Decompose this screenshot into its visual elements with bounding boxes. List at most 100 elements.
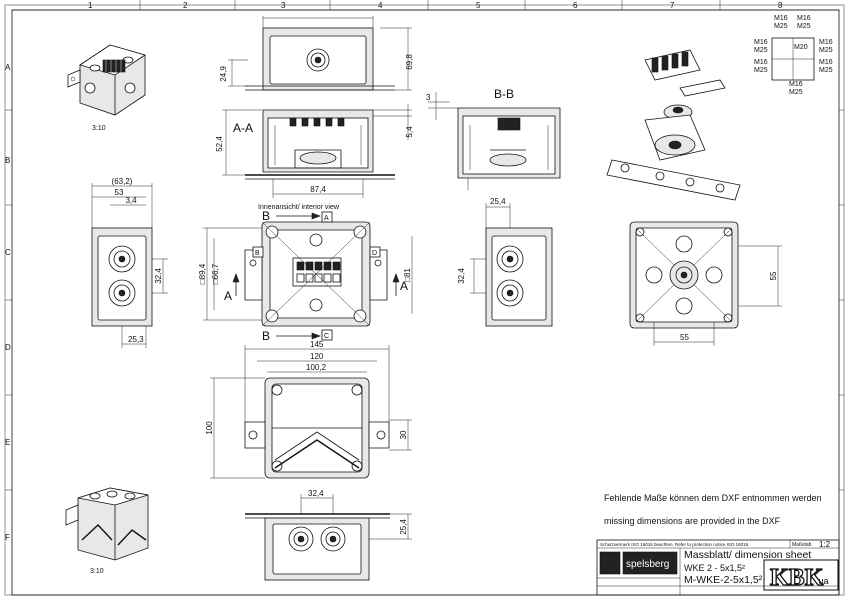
row-label-e: E <box>5 438 10 447</box>
dim-81: □81 <box>403 268 412 282</box>
cut-label-b-box: B <box>255 250 260 257</box>
dim-69-8: 69,8 <box>405 54 414 70</box>
front-view-top: 69,8 24,9 <box>219 16 414 91</box>
scale-label: Maßstab <box>792 542 812 548</box>
cable-entry-diagram: M16 M25 M16 M25 M16 M25 M20 M16 M25 M16 … <box>754 15 833 96</box>
interior-view: Innenansicht/ interior view B D A C <box>198 204 413 343</box>
row-label-b: B <box>5 156 10 165</box>
bottom-view: 55 55 <box>629 221 782 346</box>
row-label-a: A <box>5 63 11 72</box>
entry-top-m16: M16 <box>774 15 788 22</box>
notes: Fehlende Maße können dem DXF entnommen w… <box>604 493 822 526</box>
column-label-3: 3 <box>281 1 286 10</box>
column-label-1: 1 <box>88 1 93 10</box>
scale-value: 1:2 <box>819 540 831 549</box>
dim-5-4: 5,4 <box>405 126 414 138</box>
brand-logo-box-2 <box>622 551 678 575</box>
section-a-a-label: A-A <box>233 121 253 135</box>
cut-b-bottom: B <box>262 329 270 343</box>
iso-view-bottom: 3:10 <box>65 487 149 575</box>
protection-notice: Schutzvermerk ISO 16016 beachten. Refer … <box>600 542 749 547</box>
entry-bottom-m25: M25 <box>789 89 803 96</box>
entry-bottom-m16: M16 <box>789 81 803 88</box>
dim-100: 100 <box>205 421 214 435</box>
title-block: Schutzvermerk ISO 16016 beachten. Refer … <box>596 539 840 596</box>
note-german: Fehlende Maße können dem DXF entnommen w… <box>604 493 822 503</box>
row-label-f: F <box>5 533 10 542</box>
section-b-b: B-B 3 <box>426 87 561 190</box>
entry-right-m16: M16 <box>819 39 833 46</box>
exploded-view <box>606 49 741 201</box>
entry-right2-m25: M25 <box>819 67 833 74</box>
entry-left2-m16: M16 <box>754 59 768 66</box>
column-label-7: 7 <box>670 1 675 10</box>
note-english: missing dimensions are provided in the D… <box>604 516 781 526</box>
kbk-logo: KBK <box>770 565 824 591</box>
entry-top2-m25: M25 <box>797 23 811 30</box>
dim-55-vertical: 55 <box>769 271 778 280</box>
product-name-2: M-WKE-2-5x1,5² <box>684 574 763 586</box>
dim-87-4: 87,4 <box>310 185 326 194</box>
entry-left-m16: M16 <box>754 39 768 46</box>
entry-right-m25: M25 <box>819 47 833 54</box>
dim-25-4-right: 25,4 <box>490 197 506 206</box>
iso-top-scale: 3:10 <box>92 125 106 132</box>
column-label-8: 8 <box>778 1 783 10</box>
row-label-c: C <box>5 248 11 257</box>
dim-66-7: □66,7 <box>211 263 220 284</box>
dim-32-4-right: 32,4 <box>457 268 466 284</box>
dim-63-2: (63,2) <box>112 177 133 186</box>
dim-52-4: 52,4 <box>215 136 224 152</box>
kbk-logo-suffix: .ua <box>816 576 829 586</box>
row-label-d: D <box>5 343 11 352</box>
brand-name: spelsberg <box>626 559 669 570</box>
dim-89-4: □89,4 <box>198 263 207 284</box>
sheet-title: Massblatt/ dimension sheet <box>684 549 811 561</box>
column-label-6: 6 <box>573 1 578 10</box>
dim-25-3: 25,3 <box>128 335 144 344</box>
entry-right2-m16: M16 <box>819 59 833 66</box>
section-a-a: A-A 52,4 5,4 87,4 <box>215 104 414 198</box>
column-label-4: 4 <box>378 1 383 10</box>
dim-32-4-bottom: 32,4 <box>308 489 324 498</box>
dim-53: 53 <box>115 188 124 197</box>
entry-left2-m25: M25 <box>754 67 768 74</box>
entry-top-m25: M25 <box>774 23 788 30</box>
brand-logo-box <box>599 551 621 575</box>
cut-a-right: A <box>400 279 408 293</box>
product-name-1: WKE 2 - 5x1,5² <box>684 563 745 573</box>
entry-left-m25: M25 <box>754 47 768 54</box>
cut-a-left: A <box>224 289 232 303</box>
interior-view-label: Innenansicht/ interior view <box>258 204 340 211</box>
section-b-b-label: B-B <box>494 87 514 101</box>
entry-m20: M20 <box>794 44 808 51</box>
cut-b-top: B <box>262 209 270 223</box>
front-view-bottom: 32,4 25,4 <box>245 489 412 581</box>
row-grid: A B C D E F <box>5 63 844 542</box>
dim-120: 120 <box>310 352 324 361</box>
column-label-5: 5 <box>476 1 481 10</box>
column-grid: 1 2 3 4 5 6 7 8 <box>88 0 783 10</box>
dim-55-horizontal: 55 <box>680 333 689 342</box>
top-view-lid: 145 120 100,2 100 30 <box>205 340 412 479</box>
column-label-2: 2 <box>183 1 188 10</box>
iso-view-top: 3:10 <box>67 44 146 132</box>
dim-3: 3 <box>426 93 431 102</box>
dim-24-9: 24,9 <box>219 66 228 82</box>
dim-100-2: 100,2 <box>306 363 327 372</box>
dim-30: 30 <box>399 430 408 439</box>
side-view-left: (63,2) 53 3,4 32,4 25,3 <box>91 177 168 348</box>
cut-label-c-box: C <box>324 333 329 340</box>
dim-145: 145 <box>310 340 324 349</box>
cut-label-d-box: D <box>372 250 377 257</box>
side-view-right: 25,4 32,4 <box>457 197 553 327</box>
entry-top2-m16: M16 <box>797 15 811 22</box>
dim-32-4-left: 32,4 <box>154 268 163 284</box>
cut-label-a-box: A <box>324 215 329 222</box>
dim-25-4-bottom: 25,4 <box>399 519 408 535</box>
iso-bottom-scale: 3:10 <box>90 568 104 575</box>
dim-3-4: 3,4 <box>125 196 137 205</box>
kbk-logo-frame <box>763 559 839 591</box>
